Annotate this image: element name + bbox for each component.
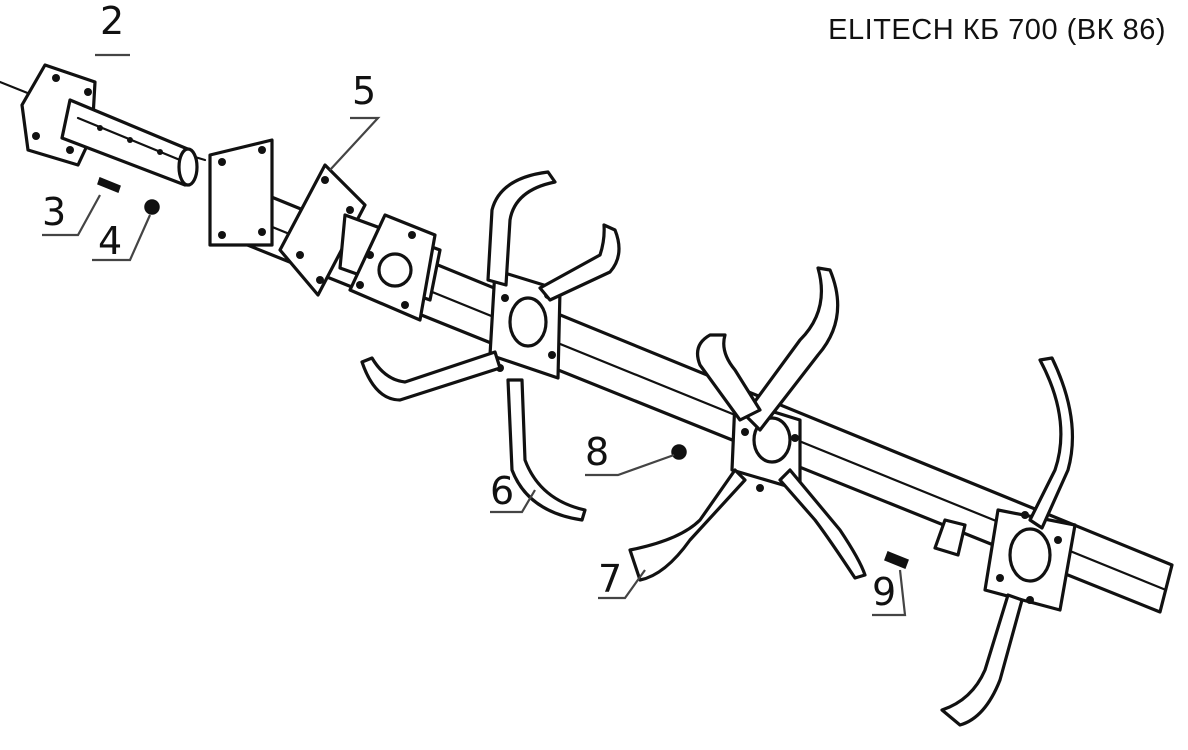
- leader-line-9: [872, 569, 907, 617]
- callout-8: 8: [585, 430, 610, 474]
- part-2-flange-hub: [20, 63, 199, 187]
- leader-line-6: [490, 489, 536, 514]
- part-4-nut: [144, 199, 160, 215]
- callout-2: 2: [100, 0, 125, 43]
- leader-line-4: [92, 214, 152, 262]
- tine-set-1: [360, 170, 621, 522]
- part-8-nut: [671, 444, 687, 460]
- tine-set-3: [933, 356, 1077, 727]
- diagram-title: ELITECH КБ 700 (ВК 86): [828, 14, 1166, 46]
- callout-9: 9: [872, 570, 897, 614]
- leader-line-3: [42, 194, 101, 237]
- leader-line-5: [329, 116, 381, 171]
- callout-5: 5: [352, 69, 377, 113]
- leader-line-7: [598, 569, 646, 600]
- callout-7: 7: [598, 557, 623, 601]
- callout-6: 6: [490, 469, 515, 513]
- callout-3: 3: [42, 190, 67, 234]
- tine-set-2: [628, 266, 867, 582]
- leader-line-8: [585, 453, 675, 477]
- part-3-bolt: [97, 177, 121, 193]
- part-5-coupling-sleeve: [278, 163, 442, 322]
- shaft-end-flange: [208, 138, 274, 247]
- callout-4: 4: [98, 219, 123, 263]
- part-9-bolt: [884, 551, 909, 569]
